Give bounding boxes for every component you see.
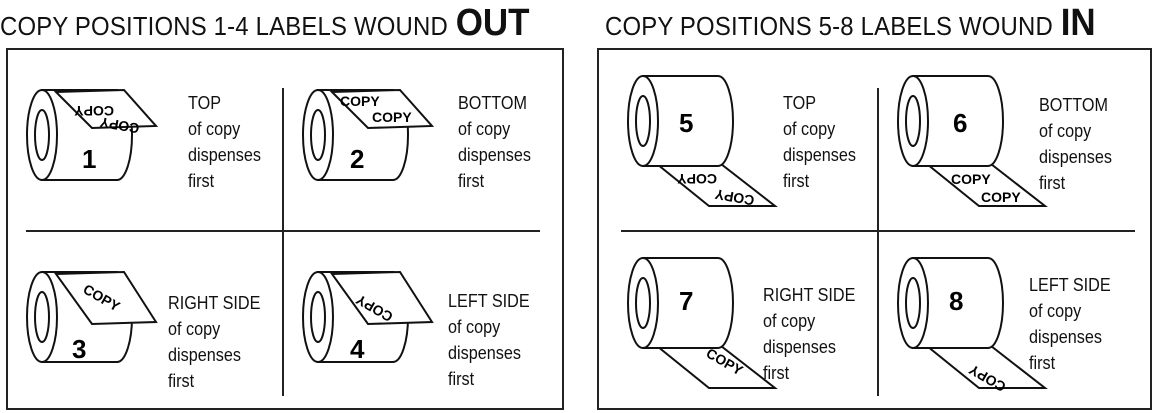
roll-2-illustration: COPY COPY 2	[302, 88, 435, 181]
divider-vertical	[877, 88, 879, 396]
desc-line: dispenses	[458, 145, 531, 165]
roll-7-illustration: COPY 7	[627, 257, 778, 389]
roll-5-illustration: COPY COPY 5	[627, 75, 778, 209]
position-5: COPY COPY 5 TOP of copy dispenses first	[623, 72, 877, 222]
position-number: 4	[350, 334, 365, 364]
panel-wound-out: COPY COPY 1 TOP of copy dispenses first …	[6, 48, 564, 410]
desc-line: dispenses	[763, 337, 836, 357]
position-description: BOTTOM of copy dispenses first	[1039, 92, 1112, 196]
position-number: 1	[82, 144, 96, 174]
roll-4-illustration: COPY 4	[302, 270, 434, 364]
position-1: COPY COPY 1 TOP of copy dispenses first	[22, 80, 282, 220]
desc-line: TOP	[188, 93, 222, 113]
desc-line: first	[1039, 173, 1066, 193]
position-6: COPY COPY 6 BOTTOM of copy dispenses fir…	[893, 72, 1147, 222]
desc-line: of copy	[783, 119, 836, 139]
desc-line: of copy	[763, 311, 816, 331]
desc-line: dispenses	[448, 343, 521, 363]
desc-line: TOP	[783, 93, 817, 113]
roll-core	[310, 291, 326, 343]
roll-3-illustration: COPY 3	[26, 270, 158, 364]
label-copy-text: COPY	[713, 186, 756, 209]
roll-core	[905, 95, 921, 147]
desc-line: first	[763, 363, 790, 383]
desc-line: dispenses	[1029, 327, 1102, 347]
roll-core	[905, 277, 921, 329]
roll-core	[635, 95, 651, 147]
desc-line: first	[168, 371, 195, 391]
divider-vertical	[282, 88, 284, 396]
roll-body	[642, 257, 734, 349]
desc-line: RIGHT SIDE	[763, 285, 856, 305]
desc-line: RIGHT SIDE	[168, 293, 261, 313]
label-flap	[329, 88, 435, 130]
roll-8-illustration: COPY 8	[897, 257, 1048, 395]
label-copy-text: COPY	[98, 114, 141, 137]
position-number: 2	[350, 144, 364, 174]
desc-line: first	[458, 171, 485, 191]
desc-line: LEFT SIDE	[1029, 275, 1111, 295]
label-flap	[330, 270, 434, 326]
roll-body	[912, 257, 1004, 349]
desc-line: of copy	[1039, 121, 1092, 141]
position-2: COPY COPY 2 BOTTOM of copy dispenses fir…	[298, 80, 558, 220]
position-description: TOP of copy dispenses first	[188, 90, 261, 194]
desc-line: first	[783, 171, 810, 191]
desc-line: dispenses	[168, 345, 241, 365]
desc-line: of copy	[188, 119, 241, 139]
desc-line: BOTTOM	[458, 93, 528, 113]
position-description: TOP of copy dispenses first	[783, 90, 856, 194]
desc-line: LEFT SIDE	[448, 291, 530, 311]
desc-line: dispenses	[783, 145, 856, 165]
position-number: 5	[679, 108, 693, 138]
desc-line: dispenses	[1039, 147, 1112, 167]
position-8: COPY 8 LEFT SIDE of copy dispenses first	[893, 254, 1147, 404]
heading-wound-out: COPY POSITIONS 1-4 LABELS WOUND OUT	[0, 2, 529, 45]
roll-1-illustration: COPY COPY 1	[26, 88, 159, 181]
position-description: RIGHT SIDE of copy dispenses first	[168, 290, 260, 394]
roll-core	[310, 109, 326, 161]
position-number: 8	[949, 286, 963, 316]
heading-emphasis: OUT	[455, 2, 530, 44]
roll-core	[34, 109, 50, 161]
label-copy-text: COPY	[951, 171, 991, 187]
heading-text: COPY POSITIONS 5-8 LABELS WOUND	[605, 11, 1053, 41]
label-copy-text: COPY	[981, 189, 1021, 205]
desc-line: of copy	[458, 119, 511, 139]
desc-line: of copy	[448, 317, 501, 337]
position-3: COPY 3 RIGHT SIDE of copy dispenses firs…	[22, 262, 282, 402]
label-copy-text: COPY	[74, 103, 114, 119]
label-copy-text: COPY	[372, 109, 412, 125]
label-copy-text: COPY	[340, 93, 380, 109]
roll-core	[34, 291, 50, 343]
heading-emphasis: IN	[1060, 2, 1096, 44]
desc-line: of copy	[168, 319, 221, 339]
label-flap	[54, 270, 158, 326]
desc-line: first	[448, 369, 475, 389]
heading-text: COPY POSITIONS 1-4 LABELS WOUND	[0, 11, 448, 41]
label-flap	[53, 88, 159, 130]
position-number: 7	[679, 286, 693, 316]
label-copy-text: COPY	[677, 171, 717, 187]
desc-line: dispenses	[188, 145, 261, 165]
desc-line: BOTTOM	[1039, 95, 1109, 115]
desc-line: first	[188, 171, 215, 191]
heading-wound-in: COPY POSITIONS 5-8 LABELS WOUND IN	[605, 2, 1096, 45]
roll-core	[635, 277, 651, 329]
roll-body	[642, 75, 734, 167]
position-7: COPY 7 RIGHT SIDE of copy dispenses firs…	[623, 254, 877, 404]
position-description: BOTTOM of copy dispenses first	[458, 90, 531, 194]
desc-line: first	[1029, 353, 1056, 373]
position-description: RIGHT SIDE of copy dispenses first	[763, 282, 855, 386]
position-description: LEFT SIDE of copy dispenses first	[448, 288, 530, 392]
position-4: COPY 4 LEFT SIDE of copy dispenses first	[298, 262, 558, 402]
roll-6-illustration: COPY COPY 6	[897, 75, 1048, 207]
desc-line: of copy	[1029, 301, 1082, 321]
roll-body	[912, 75, 1004, 167]
position-description: LEFT SIDE of copy dispenses first	[1029, 272, 1111, 376]
panel-wound-in: COPY COPY 5 TOP of copy dispenses first …	[597, 48, 1152, 410]
position-number: 6	[953, 108, 967, 138]
position-number: 3	[72, 334, 86, 364]
